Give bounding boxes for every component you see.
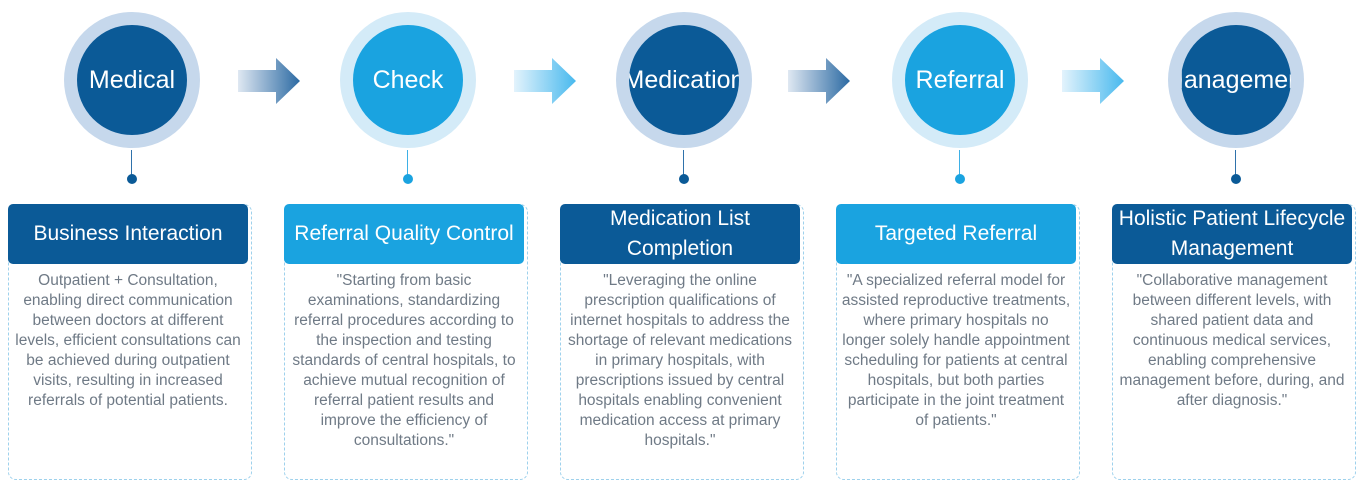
arrow-right-icon: [788, 58, 850, 104]
step-title: Targeted Referral: [836, 204, 1076, 264]
step-title: Medication List Completion: [560, 204, 800, 264]
arrow-right-icon: [514, 58, 576, 104]
step-management: Management Holistic Patient Lifecycle Ma…: [1112, 0, 1360, 483]
connector-dot: [403, 174, 413, 184]
step-circle-medication: Medication: [616, 12, 752, 148]
step-circle-medical: Medical: [64, 12, 200, 148]
step-circle-referral: Referral: [892, 12, 1028, 148]
step-circle-management: Management: [1168, 12, 1304, 148]
circle-label: Check: [353, 25, 463, 135]
step-medical: Medical Business Interaction Outpatient …: [8, 0, 256, 483]
step-referral: Referral Targeted Referral "A specialize…: [836, 0, 1084, 483]
step-description: Outpatient + Consultation, enabling dire…: [15, 272, 241, 409]
connector-line: [683, 150, 684, 176]
connector-dot: [955, 174, 965, 184]
step-title: Holistic Patient Lifecycle Management: [1112, 204, 1352, 264]
step-medication: Medication Medication List Completion "L…: [560, 0, 808, 483]
connector-line: [407, 150, 408, 176]
step-circle-check: Check: [340, 12, 476, 148]
circle-label: Referral: [905, 25, 1015, 135]
connector-dot: [679, 174, 689, 184]
step-description: "Starting from basic examinations, stand…: [292, 272, 516, 449]
connector-dot: [127, 174, 137, 184]
circle-label: Medical: [77, 25, 187, 135]
circle-label: Medication: [629, 25, 739, 135]
step-title: Business Interaction: [8, 204, 248, 264]
connector-line: [131, 150, 132, 176]
connector-line: [1235, 150, 1236, 176]
arrow-right-icon: [1062, 58, 1124, 104]
arrow-right-icon: [238, 58, 300, 104]
step-title: Referral Quality Control: [284, 204, 524, 264]
step-description: "Leveraging the online prescription qual…: [567, 272, 793, 449]
step-description: "Collaborative management between differ…: [1119, 272, 1345, 409]
connector-dot: [1231, 174, 1241, 184]
step-description: "A specialized referral model for assist…: [841, 272, 1071, 429]
circle-label: Management: [1181, 25, 1291, 135]
step-check: Check Referral Quality Control "Starting…: [284, 0, 532, 483]
connector-line: [959, 150, 960, 176]
